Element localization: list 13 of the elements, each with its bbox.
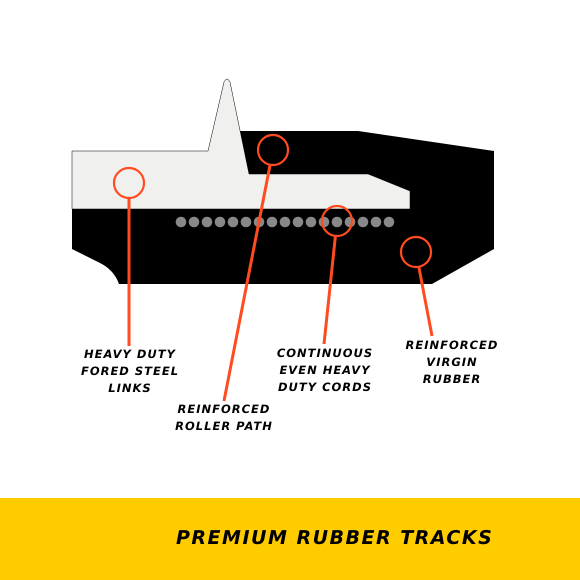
callout-text: REINFORCED VIRGIN RUBBER (398, 337, 506, 388)
callout-text: CONTINUOUS EVEN HEAVY DUTY CORDS (266, 345, 384, 396)
callout-circle (399, 235, 433, 269)
leader-line (128, 198, 130, 346)
callout-text: REINFORCED ROLLER PATH (160, 401, 288, 435)
leader-line (322, 236, 337, 344)
callout-circle (256, 133, 290, 167)
callout-text: HEAVY DUTY FORED STEEL LINKS (72, 346, 188, 397)
callout-circle (320, 204, 354, 238)
banner-title: PREMIUM RUBBER TRACKS (176, 527, 494, 549)
leader-line (222, 164, 272, 402)
leader-line (417, 266, 434, 336)
callout-circle (112, 166, 146, 200)
